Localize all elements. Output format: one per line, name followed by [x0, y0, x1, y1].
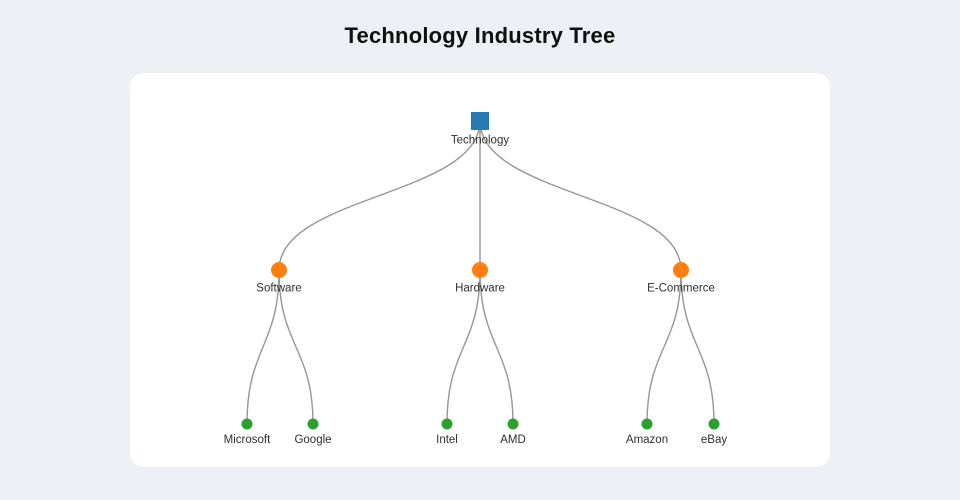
edge-e-commerce-ebay [680, 269, 715, 425]
edge-technology-software [278, 120, 481, 271]
node-e-commerce[interactable] [673, 262, 689, 278]
node-amd[interactable] [507, 418, 519, 430]
node-label-intel: Intel [436, 434, 458, 446]
node-label-amd: AMD [500, 434, 526, 446]
node-intel[interactable] [441, 418, 453, 430]
page-title: Technology Industry Tree [344, 23, 616, 48]
node-microsoft[interactable] [241, 418, 253, 430]
node-hardware[interactable] [472, 262, 488, 278]
node-label-hardware: Hardware [455, 283, 505, 295]
node-label-amazon: Amazon [626, 434, 668, 446]
node-technology[interactable] [471, 112, 489, 130]
node-google[interactable] [307, 418, 319, 430]
edge-software-microsoft [246, 269, 280, 425]
node-amazon[interactable] [641, 418, 653, 430]
node-label-google: Google [294, 434, 331, 446]
edge-e-commerce-amazon [646, 269, 682, 425]
edge-hardware-amd [479, 269, 514, 425]
node-label-microsoft: Microsoft [224, 434, 271, 446]
edge-software-google [278, 269, 314, 425]
edge-hardware-intel [446, 269, 481, 425]
node-label-software: Software [256, 283, 301, 295]
edge-technology-e-commerce [479, 120, 682, 271]
node-label-ebay: eBay [701, 434, 727, 446]
node-label-e-commerce: E-Commerce [647, 283, 715, 295]
node-label-technology: Technology [451, 135, 509, 147]
node-ebay[interactable] [708, 418, 720, 430]
node-software[interactable] [271, 262, 287, 278]
